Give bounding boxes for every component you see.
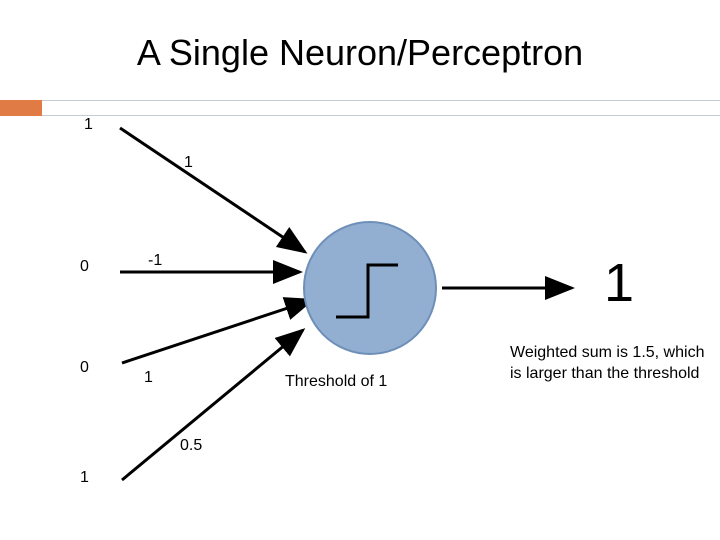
threshold-label: Threshold of 1 [285,373,388,390]
weight-w3: 1 [144,369,153,386]
input-x1: 1 [84,116,93,133]
neuron-circle [303,221,437,355]
explanation-text: Weighted sum is 1.5, which is larger tha… [510,344,705,382]
weight-w2: -1 [148,252,163,269]
step-function-icon [336,263,398,319]
input-arrow-1 [119,126,308,254]
weight-w1: 1 [184,154,193,171]
output-value: 1 [604,253,635,313]
slide-title: A Single Neuron/Perceptron [136,32,584,73]
input-x3: 0 [80,359,89,376]
accent-bar [0,100,42,116]
input-arrow-3 [121,297,315,365]
input-x2: 0 [80,258,89,275]
input-arrow-4 [121,328,306,482]
weight-w4: 0.5 [180,437,203,454]
header-rule [42,100,720,116]
input-x4: 1 [80,469,89,486]
